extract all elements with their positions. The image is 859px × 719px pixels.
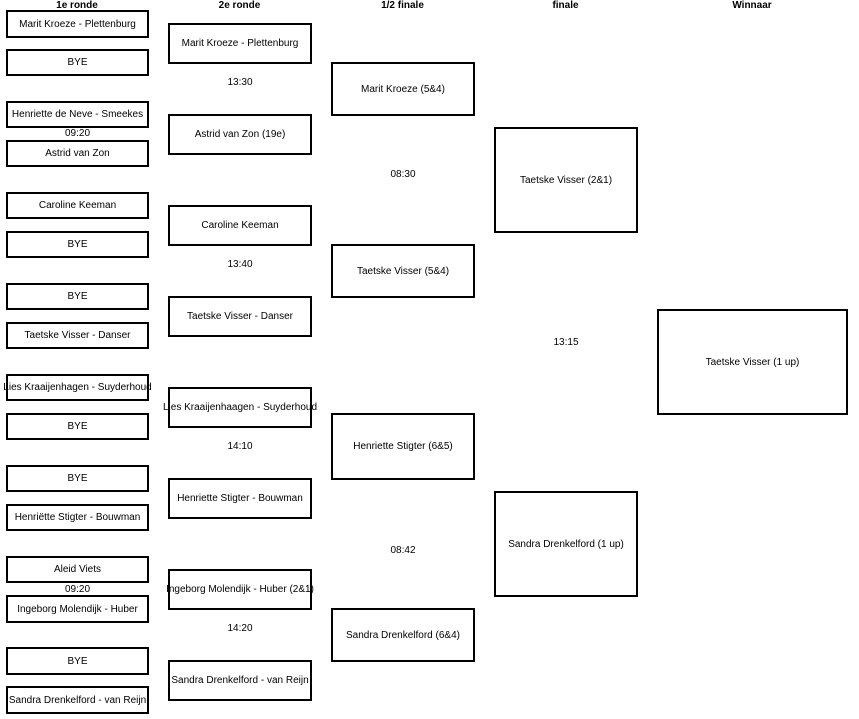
entry-label: Caroline Keeman	[201, 220, 279, 231]
entry-label: BYE	[67, 239, 88, 250]
round1-time: 09:20	[64, 128, 91, 139]
round1-entry: BYE	[6, 647, 149, 675]
round1-entry: Taetske Visser - Danser	[6, 322, 149, 349]
final-entry: Sandra Drenkelford (1 up)	[494, 491, 638, 597]
entry-label: Taetske Visser (5&4)	[356, 265, 450, 277]
header-round-2: 2e ronde	[218, 0, 261, 11]
header-round-1: 1e ronde	[56, 0, 98, 11]
round1-entry: Caroline Keeman	[6, 192, 149, 219]
entry-label: Caroline Keeman	[38, 200, 117, 211]
entry-label: Sandra Drenkelford (1 up)	[508, 538, 624, 550]
entry-label: Taetske Visser (2&1)	[519, 174, 613, 186]
entry-label: Henriette Stigter - Bouwman	[177, 493, 303, 504]
semi-final-entry: Sandra Drenkelford (6&4)	[331, 608, 475, 662]
round2-entry: Caroline Keeman	[168, 205, 312, 246]
round2-entry: Marit Kroeze - Plettenburg	[168, 23, 312, 64]
header-semi-final: 1/2 finale	[381, 0, 424, 11]
round2-entry: Ingeborg Molendijk - Huber (2&1)	[166, 569, 314, 610]
round2-entry: Taetske Visser - Danser	[168, 296, 312, 337]
round1-entry: Henriëtte Stigter - Bouwman	[6, 504, 149, 531]
entry-label: Ingeborg Molendijk - Huber	[17, 603, 138, 615]
round1-entry: BYE	[6, 283, 149, 310]
round2-entry: Astrid van Zon (19e)	[168, 114, 312, 155]
round1-entry: BYE	[6, 49, 149, 76]
entry-label: BYE	[67, 655, 88, 667]
entry-label: Aleid Viets	[53, 564, 102, 575]
round1-entry: BYE	[6, 465, 149, 492]
winner-label: Taetske Visser (1 up)	[705, 356, 800, 368]
entry-label: Sandra Drenkelford - van Reijn	[8, 694, 147, 706]
entry-label: Lies Kraaijenhagen - Suyderhoud	[3, 382, 152, 393]
entry-label: Taetske Visser - Danser	[187, 311, 293, 322]
round1-entry: Marit Kroeze - Plettenburg	[6, 10, 149, 38]
winner-entry: Taetske Visser (1 up)	[657, 309, 848, 415]
semi-final-entry: Henriette Stigter (6&5)	[331, 413, 475, 480]
entry-label: Sandra Drenkelford - van Reijn	[171, 675, 309, 686]
entry-label: Marit Kroeze - Plettenburg	[19, 18, 136, 30]
round1-entry: Henriette de Neve - Smeekes	[6, 101, 149, 128]
entry-label: Sandra Drenkelford (6&4)	[346, 629, 460, 641]
round2-entry: Lies Kraaijenhaagen - Suyderhoud	[163, 387, 317, 428]
round1-entry: BYE	[6, 231, 149, 258]
entry-label: BYE	[67, 473, 88, 484]
entry-label: Astrid van Zon	[45, 148, 110, 159]
round2-time: 13:30	[227, 77, 253, 88]
semi-final-time: 08:42	[390, 545, 416, 556]
entry-label: Marit Kroeze - Plettenburg	[181, 38, 299, 49]
entry-label: Henriette Stigter (6&5)	[353, 441, 453, 452]
round1-entry: Aleid Viets	[6, 556, 149, 583]
entry-label: Ingeborg Molendijk - Huber (2&1)	[166, 584, 314, 595]
entry-label: Marit Kroeze (5&4)	[361, 83, 445, 95]
entry-label: Astrid van Zon (19e)	[194, 129, 286, 140]
entry-label: Taetske Visser - Danser	[24, 330, 131, 341]
semi-final-time: 08:30	[390, 169, 416, 180]
semi-final-entry: Taetske Visser (5&4)	[331, 244, 475, 298]
header-winner: Winnaar	[732, 0, 772, 11]
final-entry: Taetske Visser (2&1)	[494, 127, 638, 233]
final-time: 13:15	[553, 337, 579, 348]
entry-label: BYE	[67, 291, 88, 302]
round2-time: 14:20	[227, 623, 253, 634]
semi-final-entry: Marit Kroeze (5&4)	[331, 62, 475, 116]
round1-time: 09:20	[64, 584, 91, 595]
round2-entry: Henriette Stigter - Bouwman	[168, 478, 312, 519]
entry-label: BYE	[67, 57, 88, 68]
header-final: finale	[552, 0, 579, 11]
round1-entry: Sandra Drenkelford - van Reijn	[6, 686, 149, 714]
round1-entry: Astrid van Zon	[6, 140, 149, 167]
entry-label: BYE	[67, 421, 88, 432]
round1-entry: Ingeborg Molendijk - Huber	[6, 595, 149, 623]
entry-label: Lies Kraaijenhaagen - Suyderhoud	[163, 402, 317, 413]
round2-time: 13:40	[227, 259, 253, 270]
entry-label: Henriette de Neve - Smeekes	[11, 109, 144, 120]
round2-time: 14:10	[227, 441, 253, 452]
round2-entry: Sandra Drenkelford - van Reijn	[168, 660, 312, 701]
round1-entry: BYE	[6, 413, 149, 440]
entry-label: Henriëtte Stigter - Bouwman	[14, 512, 141, 523]
round1-entry: Lies Kraaijenhagen - Suyderhoud	[3, 374, 152, 401]
